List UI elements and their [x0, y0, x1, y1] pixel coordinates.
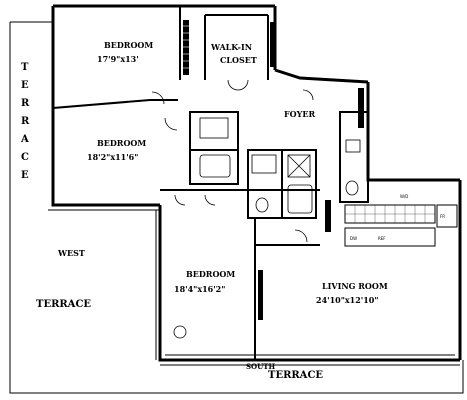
foyer-label: FOYER [284, 109, 315, 119]
south-terrace-label: TERRACE [268, 370, 323, 381]
west-rail [48, 209, 160, 360]
terrace-boundary [9, 21, 464, 394]
bedroom-3-dims: 18'4"x16'2" [174, 284, 225, 294]
west-terrace-label: TERRACE [36, 299, 91, 310]
west-label: WEST [57, 248, 85, 258]
window-hatching-lines [183, 25, 189, 69]
bedroom-1-dims: 17'9"x13' [97, 54, 139, 64]
kitchen-ref-label: REF [378, 236, 386, 241]
terrace-letter: E [21, 170, 29, 181]
terrace-letter: E [21, 80, 29, 91]
doors [151, 79, 314, 243]
south-label: SOUTH [246, 362, 275, 371]
terrace-letter: C [21, 152, 29, 163]
terrace-letter: R [21, 116, 30, 127]
bathroom-fixtures [173, 117, 361, 339]
kitchen [344, 204, 458, 247]
interior-walls [52, 6, 369, 360]
terrace-letter: A [20, 134, 29, 145]
south-rail [160, 354, 460, 366]
kitchen-tiles [345, 205, 435, 223]
bedroom-3-name: BEDROOM [186, 269, 235, 279]
terrace-vertical-label: T E R R A C E [20, 62, 30, 181]
bedroom-2-dims: 18'2"x11'6" [87, 152, 138, 162]
living-room-name: LIVING ROOM [322, 281, 388, 291]
window-hatching [183, 20, 364, 320]
bedroom-1-name: BEDROOM [104, 40, 153, 50]
kitchen-fr-label: FR [440, 214, 445, 219]
kitchen-wd-label: W/D [400, 194, 408, 199]
terrace-letter: T [21, 62, 29, 73]
living-room-dims: 24'10"x12'10" [316, 295, 379, 305]
walk-in-closet-label-2: CLOSET [220, 55, 257, 65]
kitchen-dw-label: DW [350, 236, 357, 241]
walk-in-closet-label-1: WALK-IN [210, 42, 252, 52]
bedroom-2-name: BEDROOM [97, 138, 146, 148]
terrace-letter: R [21, 98, 30, 109]
